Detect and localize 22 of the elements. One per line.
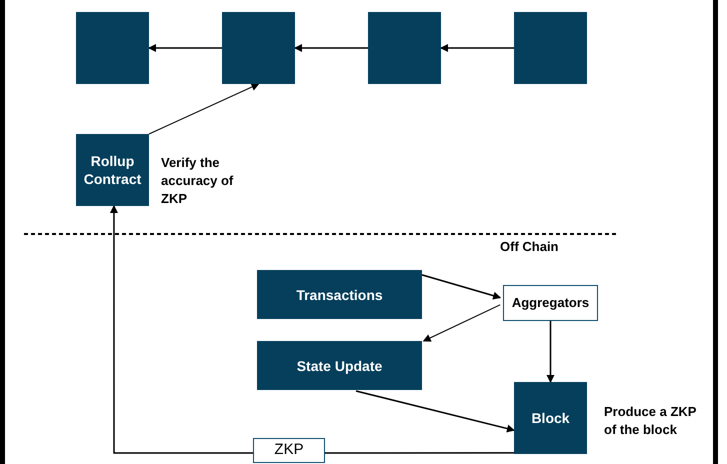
arrow — [422, 304, 501, 342]
process-box — [222, 12, 295, 84]
node-caption: Produce a ZKP of the block — [604, 403, 698, 439]
process-box: State Update — [257, 341, 422, 390]
arrow — [110, 205, 253, 454]
arrow — [440, 44, 514, 52]
arrow — [546, 321, 554, 383]
process-box: Transactions — [257, 270, 422, 319]
process-box — [76, 12, 149, 84]
process-box: Rollup Contract — [76, 134, 149, 206]
process-box — [514, 12, 587, 84]
region-label: Off Chain — [500, 238, 558, 256]
label-box: Aggregators — [503, 285, 598, 321]
arrow — [422, 274, 502, 300]
process-box — [368, 12, 441, 84]
arrow — [294, 44, 368, 52]
node-caption: Verify the accuracy of ZKP — [161, 154, 234, 208]
arrow — [148, 44, 222, 52]
arrow — [148, 83, 260, 134]
arrow — [356, 390, 515, 432]
process-box: Block — [514, 382, 587, 454]
label-box: ZKP — [253, 438, 325, 463]
